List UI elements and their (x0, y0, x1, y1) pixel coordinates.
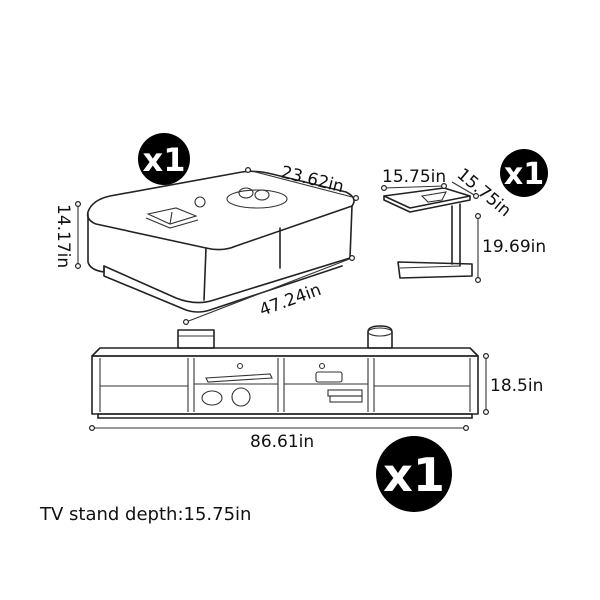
tv-stand-length-label: 86.61in (250, 432, 314, 452)
coffee-table-height-label: 14.17in (53, 204, 73, 268)
side-table-drawing (383, 187, 473, 279)
side-table-height-label: 19.69in (482, 237, 546, 257)
tv-stand-height-label: 18.5in (490, 376, 543, 396)
svg-text:x1: x1 (504, 157, 544, 192)
side-table-width-label: 15.75in (382, 167, 446, 187)
coffee-table-dimension-lines (74, 167, 360, 326)
tv-stand-drawing (91, 325, 479, 419)
coffee-table-quantity-badge: x1 (138, 133, 190, 185)
tv-stand-depth-note: TV stand depth:15.75in (40, 504, 252, 525)
tv-stand-dimension-lines (88, 353, 490, 432)
coffee-table-length-label: 47.24in (257, 280, 324, 321)
svg-text:x1: x1 (143, 141, 186, 179)
side-table-quantity-badge: x1 (500, 149, 548, 197)
coffee-table-width-label: 23.62in (279, 162, 346, 197)
tv-stand-quantity-badge: x1 (376, 436, 452, 512)
side-table-dimension-lines (381, 181, 482, 284)
svg-text:x1: x1 (383, 448, 445, 502)
